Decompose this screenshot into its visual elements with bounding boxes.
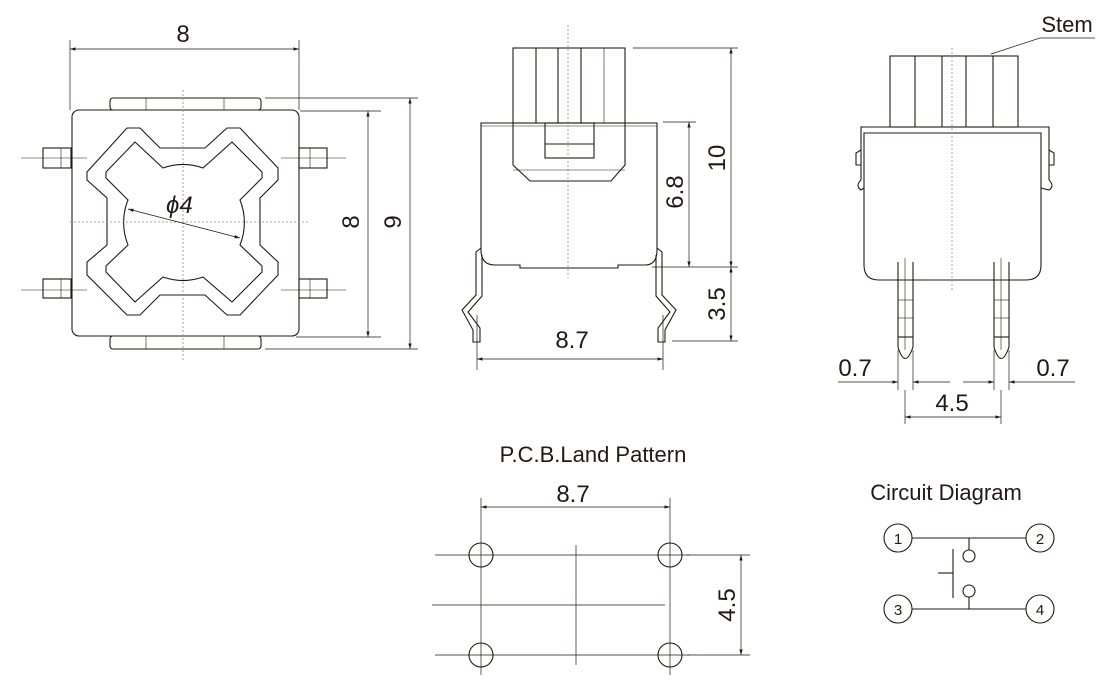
body-size-label: 8 bbox=[338, 215, 365, 228]
pad-hole bbox=[657, 542, 683, 568]
stem bbox=[512, 47, 626, 124]
side-view: Stem 0.7 0.7 4.5 bbox=[838, 12, 1095, 424]
terminal-4: 4 bbox=[1025, 594, 1055, 624]
right-pin bbox=[993, 258, 1010, 360]
circuit-title: Circuit Diagram bbox=[870, 480, 1022, 505]
diameter-label: ϕ4 bbox=[166, 192, 193, 219]
left-pin bbox=[897, 258, 914, 360]
right-leg bbox=[655, 247, 677, 343]
width-label: 8 bbox=[176, 21, 189, 48]
pin-pitch-label: 4.5 bbox=[935, 390, 968, 417]
pad-hole bbox=[657, 642, 683, 668]
svg-text:4: 4 bbox=[1036, 602, 1044, 619]
total-height-label: 10 bbox=[704, 145, 731, 172]
svg-text:2: 2 bbox=[1036, 531, 1044, 548]
front-body bbox=[480, 122, 658, 269]
pcb-title: P.C.B.Land Pattern bbox=[500, 442, 687, 467]
stem-callout-label: Stem bbox=[1041, 12, 1092, 37]
svg-text:3: 3 bbox=[894, 602, 902, 619]
pcb-vertical-label: 4.5 bbox=[714, 588, 741, 621]
stem bbox=[889, 55, 1019, 128]
actuator-outer-outline bbox=[86, 127, 279, 316]
switch-body-outline bbox=[71, 109, 300, 337]
svg-text:1: 1 bbox=[894, 531, 902, 548]
pad-hole bbox=[468, 642, 494, 668]
pcb-land-pattern: P.C.B.Land Pattern 8.7 4.5 bbox=[432, 442, 750, 675]
diameter-dimension-line bbox=[127, 208, 241, 239]
actuator-inner-outline bbox=[105, 141, 263, 303]
pcb-horizontal-label: 8.7 bbox=[556, 481, 589, 508]
body-height-label: 6.8 bbox=[662, 175, 689, 208]
top-view: ϕ4 8 8 9 bbox=[21, 21, 418, 362]
pad-hole bbox=[468, 542, 494, 568]
overall-size-label: 9 bbox=[380, 215, 407, 228]
terminal-1: 1 bbox=[883, 523, 913, 553]
pin-width-right-label: 0.7 bbox=[1036, 355, 1069, 382]
circuit-diagram: Circuit Diagram 1 2 3 4 bbox=[870, 480, 1055, 624]
leg-height-label: 3.5 bbox=[704, 287, 731, 320]
terminal-3: 3 bbox=[883, 594, 913, 624]
terminal-2: 2 bbox=[1025, 523, 1055, 553]
pin-width-left-label: 0.7 bbox=[838, 355, 871, 382]
left-leg bbox=[461, 247, 483, 343]
front-view: 6.8 10 3.5 8.7 bbox=[461, 25, 738, 370]
side-body bbox=[863, 132, 1042, 281]
leg-span-label: 8.7 bbox=[555, 327, 588, 354]
